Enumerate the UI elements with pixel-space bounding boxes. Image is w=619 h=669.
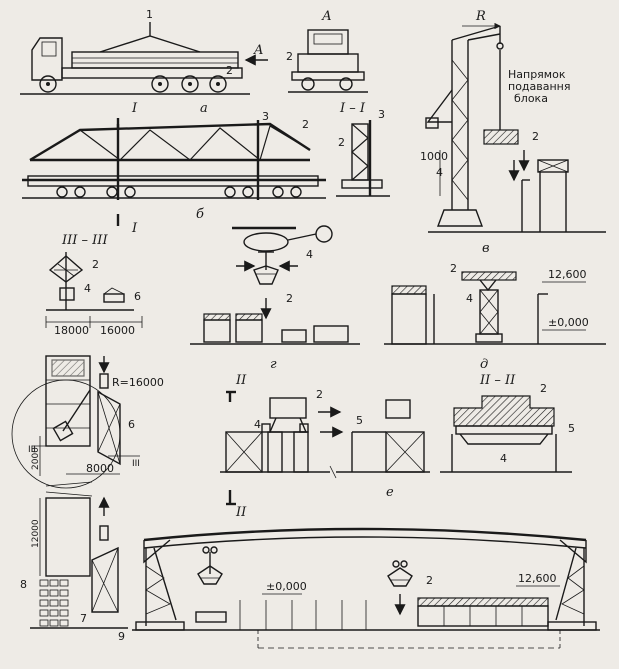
plan-radius: R=16000 xyxy=(112,376,164,389)
fig-g-helicopter-mounting: 4 2 г III – III 2 4 6 18000 16000 xyxy=(45,225,360,372)
fig-a-arrow-label: A xyxy=(253,43,263,58)
fig-g-label: г xyxy=(270,357,277,372)
fig-v-direction-3: блока xyxy=(514,92,548,105)
fig-v-callout-2: 2 xyxy=(532,130,539,143)
fig-e-section-label: II – II xyxy=(479,373,516,388)
fig-a-callout-2b: 2 xyxy=(286,50,293,63)
fig-e-callout-4s: 4 xyxy=(500,452,507,465)
plan-dim-8000: 8000 xyxy=(86,462,114,475)
gantry-elev-top: 12,600 xyxy=(518,572,557,585)
fig-a-truck-transport: 1 2 A а А 2 xyxy=(20,8,368,116)
fig-a-label: а xyxy=(200,101,208,116)
fig-e-label: е xyxy=(386,485,394,500)
fig-v-callout-4: 4 xyxy=(436,166,443,179)
fig-g-dim-16000: 16000 xyxy=(100,324,135,337)
fig-b-section-bottom: I xyxy=(131,221,138,236)
fig-gantry-crane: 2 ±0,000 12,600 xyxy=(132,527,600,649)
fig-e-callout-2: 2 xyxy=(316,388,323,401)
plan-dim-2000: 2000 xyxy=(31,447,41,470)
fig-e-callout-5s: 5 xyxy=(568,422,575,435)
fig-e-section-top: II xyxy=(235,373,247,388)
plan-dim-12000: 12000 xyxy=(31,519,41,548)
fig-v-dim-1000: 1000 xyxy=(420,150,448,163)
fig-b-rail-transport: I I б 3 2 I – I 2 3 xyxy=(22,101,390,236)
plan-callout-8: 8 xyxy=(20,578,27,591)
fig-e-rolling-support: II 2 4 5 II е II – II xyxy=(220,373,575,520)
fig-a-callout-2: 2 xyxy=(226,64,233,77)
fig-e-callout-2s: 2 xyxy=(540,382,547,395)
fig-b-label: б xyxy=(196,207,204,222)
fig-g-section-label: III – III xyxy=(61,233,108,248)
fig-e-section-bottom: II xyxy=(235,505,247,520)
fig-v-direction-2: подавання xyxy=(508,80,571,93)
fig-v-label: в xyxy=(482,241,490,256)
fig-g-dim-18000: 18000 xyxy=(54,324,89,337)
fig-e-callout-5: 5 xyxy=(356,414,363,427)
fig-v-radius: R xyxy=(475,9,486,24)
fig-g-callout-6: 6 xyxy=(134,290,141,303)
fig-b-callout-3s: 3 xyxy=(378,108,385,121)
fig-d-label: д xyxy=(480,357,488,372)
fig-a-view-label: А xyxy=(321,9,332,24)
fig-d-elev-top: 12,600 xyxy=(548,268,587,281)
plan-mark-iii-right: III xyxy=(132,459,140,469)
plan-material-stacks xyxy=(39,579,69,627)
fig-d-callout-4: 4 xyxy=(466,292,473,305)
fig-d-elev-zero: ±0,000 xyxy=(548,316,589,329)
plan-callout-6: 6 xyxy=(128,418,135,431)
fig-b-callout-2s: 2 xyxy=(338,136,345,149)
fig-e-callout-4: 4 xyxy=(254,418,261,431)
fig-b-callout-3: 3 xyxy=(262,110,269,123)
plan-callout-7: 7 xyxy=(80,612,87,625)
fig-b-wheels xyxy=(56,186,302,198)
gantry-callout-2: 2 xyxy=(426,574,433,587)
fig-plan-layout: R=16000 6 III III 2000 8000 12000 8 7 9 xyxy=(11,355,164,643)
plan-mark-iii-left: III xyxy=(28,445,36,455)
fig-v-direction-1: Напрямок xyxy=(508,68,566,81)
fig-b-section-top: I xyxy=(131,101,138,116)
fig-a-callout-1: 1 xyxy=(146,8,153,21)
fig-g-callout-2h: 2 xyxy=(286,292,293,305)
fig-v-tower-crane: R Напрямок подавання блока 1000 2 4 xyxy=(420,9,606,256)
fig-b-callout-2: 2 xyxy=(302,118,309,131)
fig-g-callout-4: 4 xyxy=(84,282,91,295)
fig-g-callout-4h: 4 xyxy=(306,248,313,261)
fig-g-callout-2: 2 xyxy=(92,258,99,271)
fig-b-section-label: I – I xyxy=(339,101,366,116)
fig-d-callout-2: 2 xyxy=(450,262,457,275)
plan-callout-9: 9 xyxy=(118,630,125,643)
fig-d-support-tower: 2 4 12,600 ±0,000 д xyxy=(384,262,606,372)
gantry-elev-zero: ±0,000 xyxy=(266,580,307,593)
